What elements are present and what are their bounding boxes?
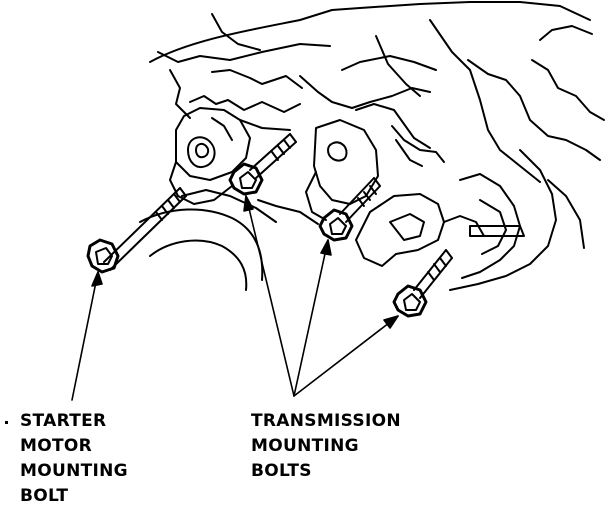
center-bracket bbox=[305, 103, 445, 221]
engine-block bbox=[169, 107, 291, 205]
starter-leader-line bbox=[71, 271, 99, 401]
transmission-mounting-bolt-3 bbox=[392, 249, 453, 318]
label-line: MOTOR bbox=[20, 436, 93, 456]
transmission-mounting-bolts-label: TRANSMISSION MOUNTING BOLTS bbox=[251, 409, 401, 484]
margin-tick-mark bbox=[5, 421, 8, 424]
transmission-arrowhead-1 bbox=[243, 195, 254, 212]
starter-motor-body bbox=[139, 189, 319, 291]
leader-arrows bbox=[71, 195, 399, 401]
starter-motor-mounting-bolt bbox=[86, 187, 187, 274]
engine-housing-outline bbox=[149, 1, 605, 183]
transmission-mounting-bolt-1 bbox=[228, 133, 297, 196]
transmission-leader-line-1 bbox=[245, 195, 295, 397]
label-line: MOUNTING bbox=[20, 461, 128, 481]
label-line: STARTER bbox=[20, 411, 107, 431]
transmission-arrowhead-2 bbox=[320, 239, 332, 256]
transmission-plate bbox=[355, 149, 585, 291]
transmission-arrowhead-3 bbox=[383, 315, 399, 329]
label-line: BOLT bbox=[20, 486, 69, 506]
label-line: TRANSMISSION bbox=[251, 411, 401, 431]
starter-motor-mounting-bolt-label: STARTER MOTOR MOUNTING BOLT bbox=[20, 409, 128, 509]
label-line: BOLTS bbox=[251, 461, 312, 481]
transmission-mounting-bolt-2 bbox=[318, 177, 381, 242]
starter-arrowhead bbox=[91, 271, 103, 287]
label-line: MOUNTING bbox=[251, 436, 359, 456]
transmission-leader-line-2 bbox=[293, 239, 329, 397]
transmission-leader-line-3 bbox=[293, 315, 399, 397]
